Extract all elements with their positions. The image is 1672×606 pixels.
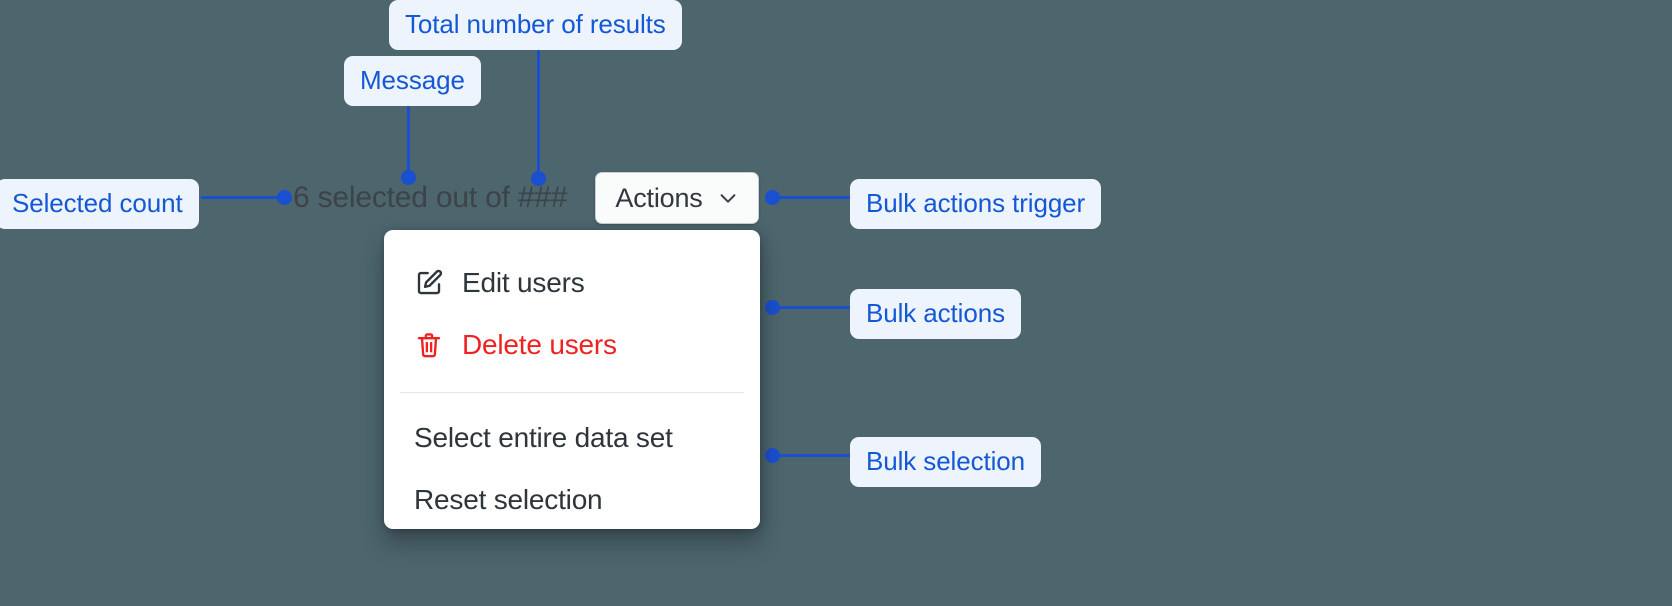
connector-dot-bulk-actions (765, 300, 780, 315)
menu-item-label: Edit users (462, 267, 585, 298)
bulk-actions-trigger-label: Actions (615, 182, 703, 213)
menu-item-reset-selection[interactable]: Reset selection (384, 469, 760, 529)
annotation-selected-count: Selected count (0, 179, 199, 229)
menu-item-label: Delete users (462, 329, 617, 360)
chevron-down-icon (717, 187, 739, 209)
annotation-total-number-of-results: Total number of results (389, 0, 682, 50)
bulk-actions-trigger-button[interactable]: Actions (595, 172, 759, 224)
edit-pencil-square-icon (414, 268, 444, 298)
menu-separator (400, 392, 744, 393)
connector-line-bulk-actions-trigger (771, 196, 855, 199)
connector-dot-total-results (531, 171, 546, 186)
connector-line-selected-count (201, 196, 286, 199)
bulk-actions-dropdown-menu: Edit users Delete users Select entire da… (384, 230, 760, 529)
menu-item-label: Reset selection (414, 484, 603, 515)
menu-item-delete-users[interactable]: Delete users (384, 314, 760, 376)
menu-item-edit-users[interactable]: Edit users (384, 252, 760, 314)
trash-icon (414, 330, 444, 360)
annotation-bulk-actions-trigger: Bulk actions trigger (850, 179, 1102, 229)
connector-line-bulk-selection (771, 454, 855, 457)
connector-dot-bulk-actions-trigger (765, 190, 780, 205)
selection-status-text: 6 selected out of ### (293, 181, 568, 214)
annotation-message: Message (344, 56, 481, 106)
connector-line-message (407, 94, 410, 178)
connector-dot-bulk-selection (765, 448, 780, 463)
menu-item-label: Select entire data set (414, 422, 673, 453)
connector-line-bulk-actions (771, 306, 855, 309)
connector-dot-message (401, 170, 416, 185)
menu-item-select-entire-data-set[interactable]: Select entire data set (384, 407, 760, 469)
annotation-bulk-actions: Bulk actions (850, 289, 1021, 339)
annotation-bulk-selection: Bulk selection (850, 437, 1042, 487)
connector-line-total-results (537, 40, 540, 178)
connector-dot-selected-count (277, 190, 292, 205)
